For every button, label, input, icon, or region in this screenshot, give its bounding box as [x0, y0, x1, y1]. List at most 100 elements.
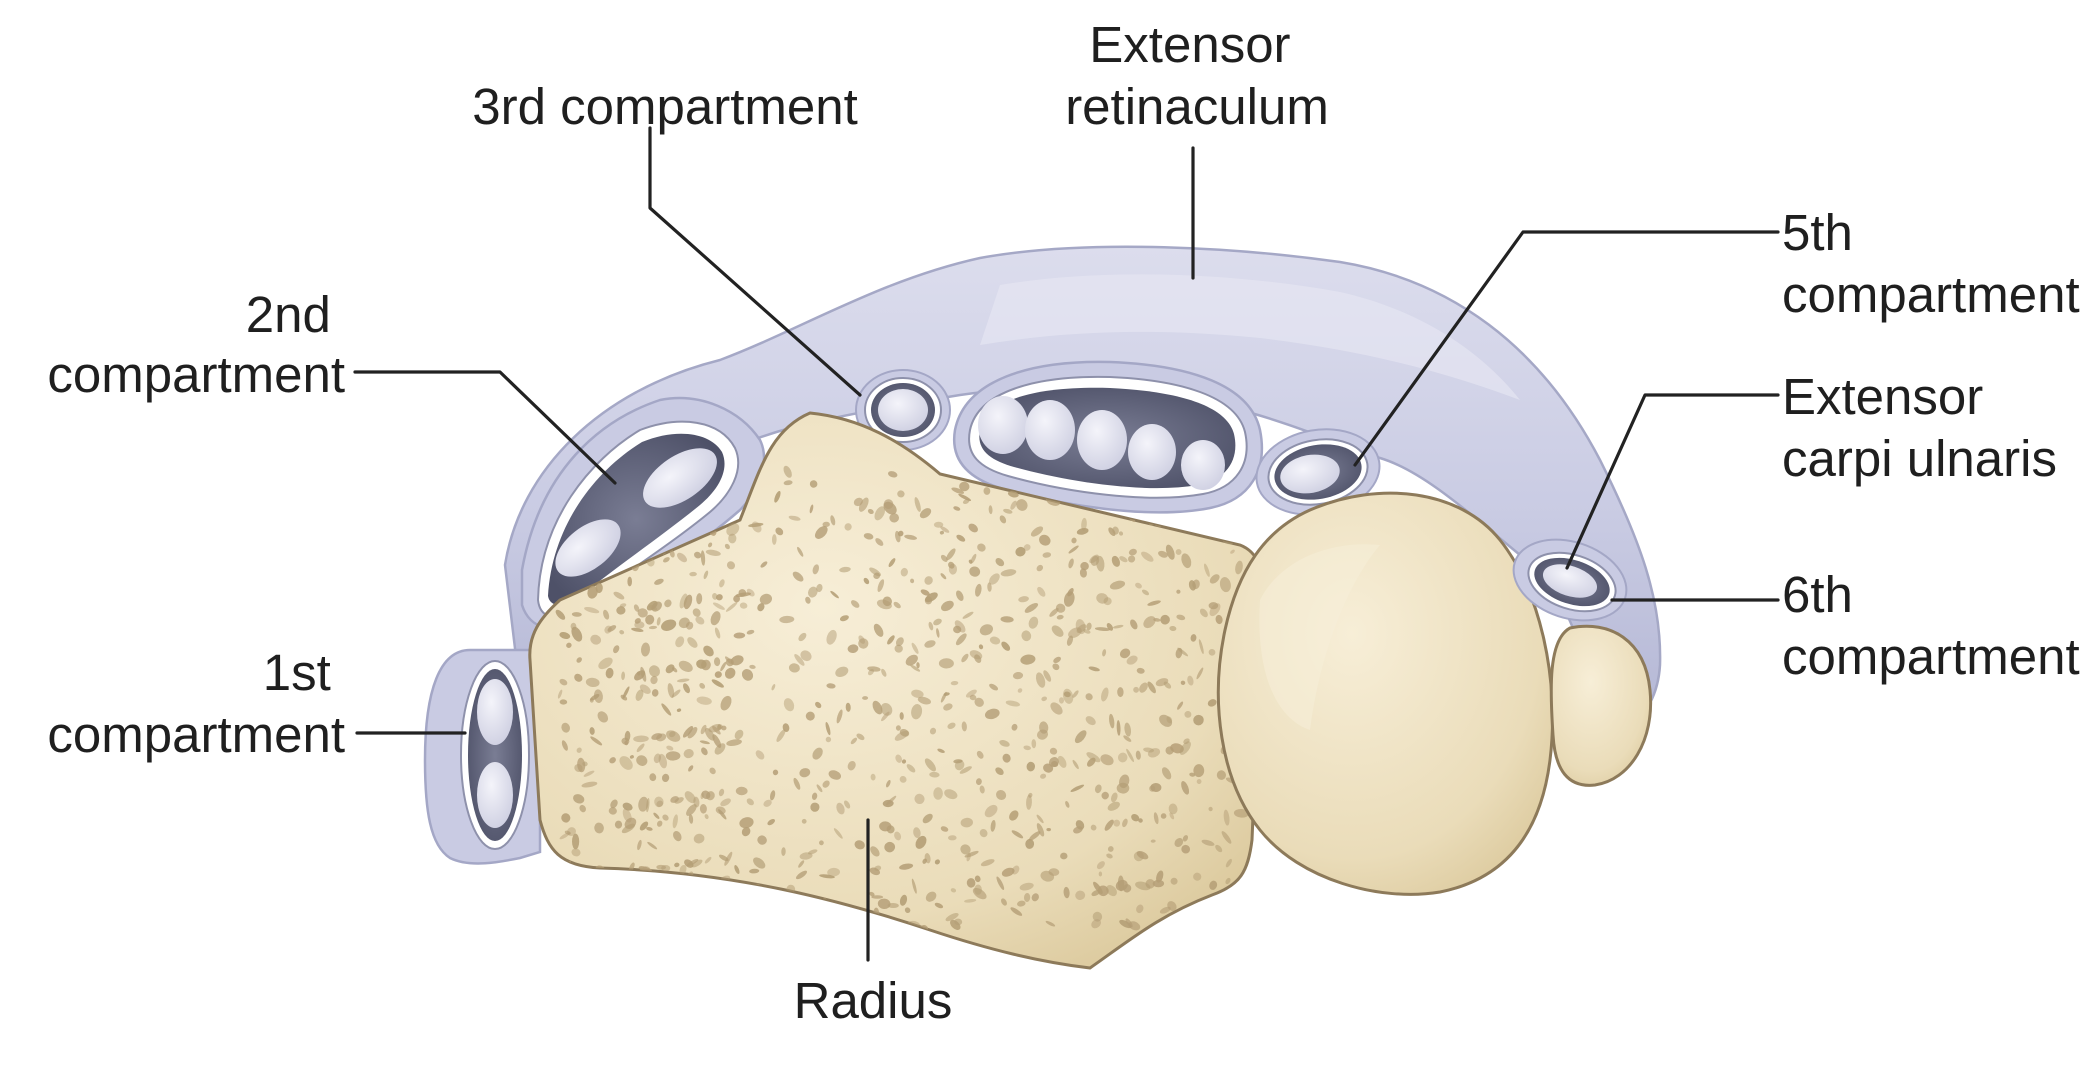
bone-speckle — [741, 669, 754, 681]
bone-speckle — [946, 548, 956, 561]
bone-speckle — [656, 617, 661, 626]
bone-speckle — [767, 818, 776, 826]
bone-speckle — [607, 625, 617, 632]
bone-speckle — [867, 508, 874, 515]
bone-speckle — [945, 912, 959, 922]
bone-speckle — [1060, 852, 1068, 860]
leader-extensor-carpi-ulnaris — [1565, 393, 1780, 570]
bone-speckle — [870, 846, 880, 857]
bone-speckle — [974, 654, 982, 663]
bone-speckle — [1083, 629, 1091, 634]
bone-speckle — [687, 726, 698, 739]
bone-speckle — [648, 665, 661, 677]
bone-speckle — [636, 755, 648, 766]
bone-speckle — [1112, 624, 1124, 629]
bone-speckle — [1117, 687, 1124, 698]
bone-speckle — [1090, 824, 1097, 831]
bone-speckle — [683, 749, 694, 759]
bone-speckle — [1005, 700, 1021, 707]
bone-speckle — [759, 593, 773, 605]
bone-speckle — [1170, 877, 1178, 885]
bone-speckle — [589, 698, 594, 703]
bone-speckle — [676, 708, 682, 712]
bone-speckle — [968, 559, 973, 564]
bone-speckle — [1225, 858, 1232, 868]
bone-speckle — [1086, 752, 1101, 763]
bone-speckle — [940, 554, 948, 562]
bone-speckle — [1037, 586, 1046, 597]
bone-speckle — [845, 702, 851, 712]
bone-speckle — [683, 683, 690, 694]
diagram-labels: 3rd compartment Extensor retinaculum 5th… — [47, 16, 2079, 1029]
bone-speckle — [905, 654, 918, 666]
bone-speckle — [1041, 696, 1048, 702]
bone-speckle — [701, 790, 711, 800]
label-first-compartment-line-2: compartment — [47, 706, 345, 763]
bone-speckle — [938, 658, 954, 669]
bone-speckle — [979, 624, 993, 636]
bone-speckle — [693, 833, 705, 844]
bone-speckle — [924, 640, 936, 648]
bone-speckle — [710, 611, 721, 626]
bone-speckle — [822, 521, 830, 528]
bone-speckle — [1001, 867, 1015, 877]
fourth-compartment — [952, 360, 1264, 514]
bone-speckle — [1028, 616, 1039, 629]
bone-speckle — [1072, 759, 1079, 770]
bone-speckle — [1116, 720, 1121, 736]
bone-speckle — [704, 814, 709, 820]
bone-speckle — [836, 709, 843, 724]
bone-speckle — [653, 812, 660, 819]
bone-speckle — [571, 848, 581, 857]
bone-speckle — [1035, 672, 1046, 688]
bone-speckle — [1174, 837, 1184, 848]
bone-speckle — [753, 857, 766, 869]
bone-speckle — [1023, 745, 1031, 751]
bone-speckle — [798, 860, 805, 868]
bone-speckle — [1208, 602, 1219, 610]
bone-speckle — [636, 743, 645, 753]
sixth-compartment — [1512, 538, 1628, 622]
bone-speckle — [887, 635, 895, 645]
bone-speckle — [999, 515, 1007, 524]
bone-speckle — [940, 691, 947, 703]
bone-speckle — [619, 630, 625, 635]
bone-speckle — [968, 523, 978, 533]
bone-speckle — [1081, 517, 1087, 531]
bone-speckle — [863, 533, 874, 540]
bone-speckle — [695, 616, 705, 625]
bone-speckle — [1185, 519, 1199, 529]
bone-speckle — [629, 755, 634, 759]
bone-speckle — [755, 750, 765, 760]
bone-speckle — [631, 891, 641, 902]
bone-speckle — [811, 792, 818, 800]
bone-speckle — [1233, 512, 1244, 522]
bone-speckle — [1166, 716, 1173, 724]
bone-speckle — [828, 770, 842, 780]
bone-speckle — [658, 885, 666, 893]
label-fifth-compartment-line-2: compartment — [1782, 266, 2080, 323]
bone-speckle — [1100, 754, 1114, 766]
bone-speckle — [841, 907, 852, 918]
bone-speckle — [1050, 702, 1063, 715]
bone-speckle — [839, 615, 849, 622]
bone-speckle — [1230, 892, 1237, 897]
bone-speckle — [713, 657, 721, 667]
bone-speckle — [977, 543, 986, 552]
bone-speckle — [1165, 544, 1175, 560]
bone-speckle — [749, 868, 760, 874]
bone-speckle — [647, 841, 658, 850]
bone-speckle — [585, 677, 600, 688]
bone-speckle — [678, 660, 693, 673]
bone-speckle — [1009, 810, 1019, 821]
bone-speckle — [635, 689, 644, 701]
bone-speckle — [996, 789, 1007, 801]
bone-speckle — [879, 821, 892, 832]
label-extensor-retinaculum-line-1: Extensor — [1089, 16, 1290, 73]
bone-speckle — [1147, 681, 1156, 694]
bone-speckle — [974, 884, 982, 895]
bone-speckle — [880, 703, 893, 716]
bone-speckle — [634, 670, 646, 681]
bone-speckle — [904, 534, 917, 540]
bone-speckle — [1045, 920, 1056, 927]
